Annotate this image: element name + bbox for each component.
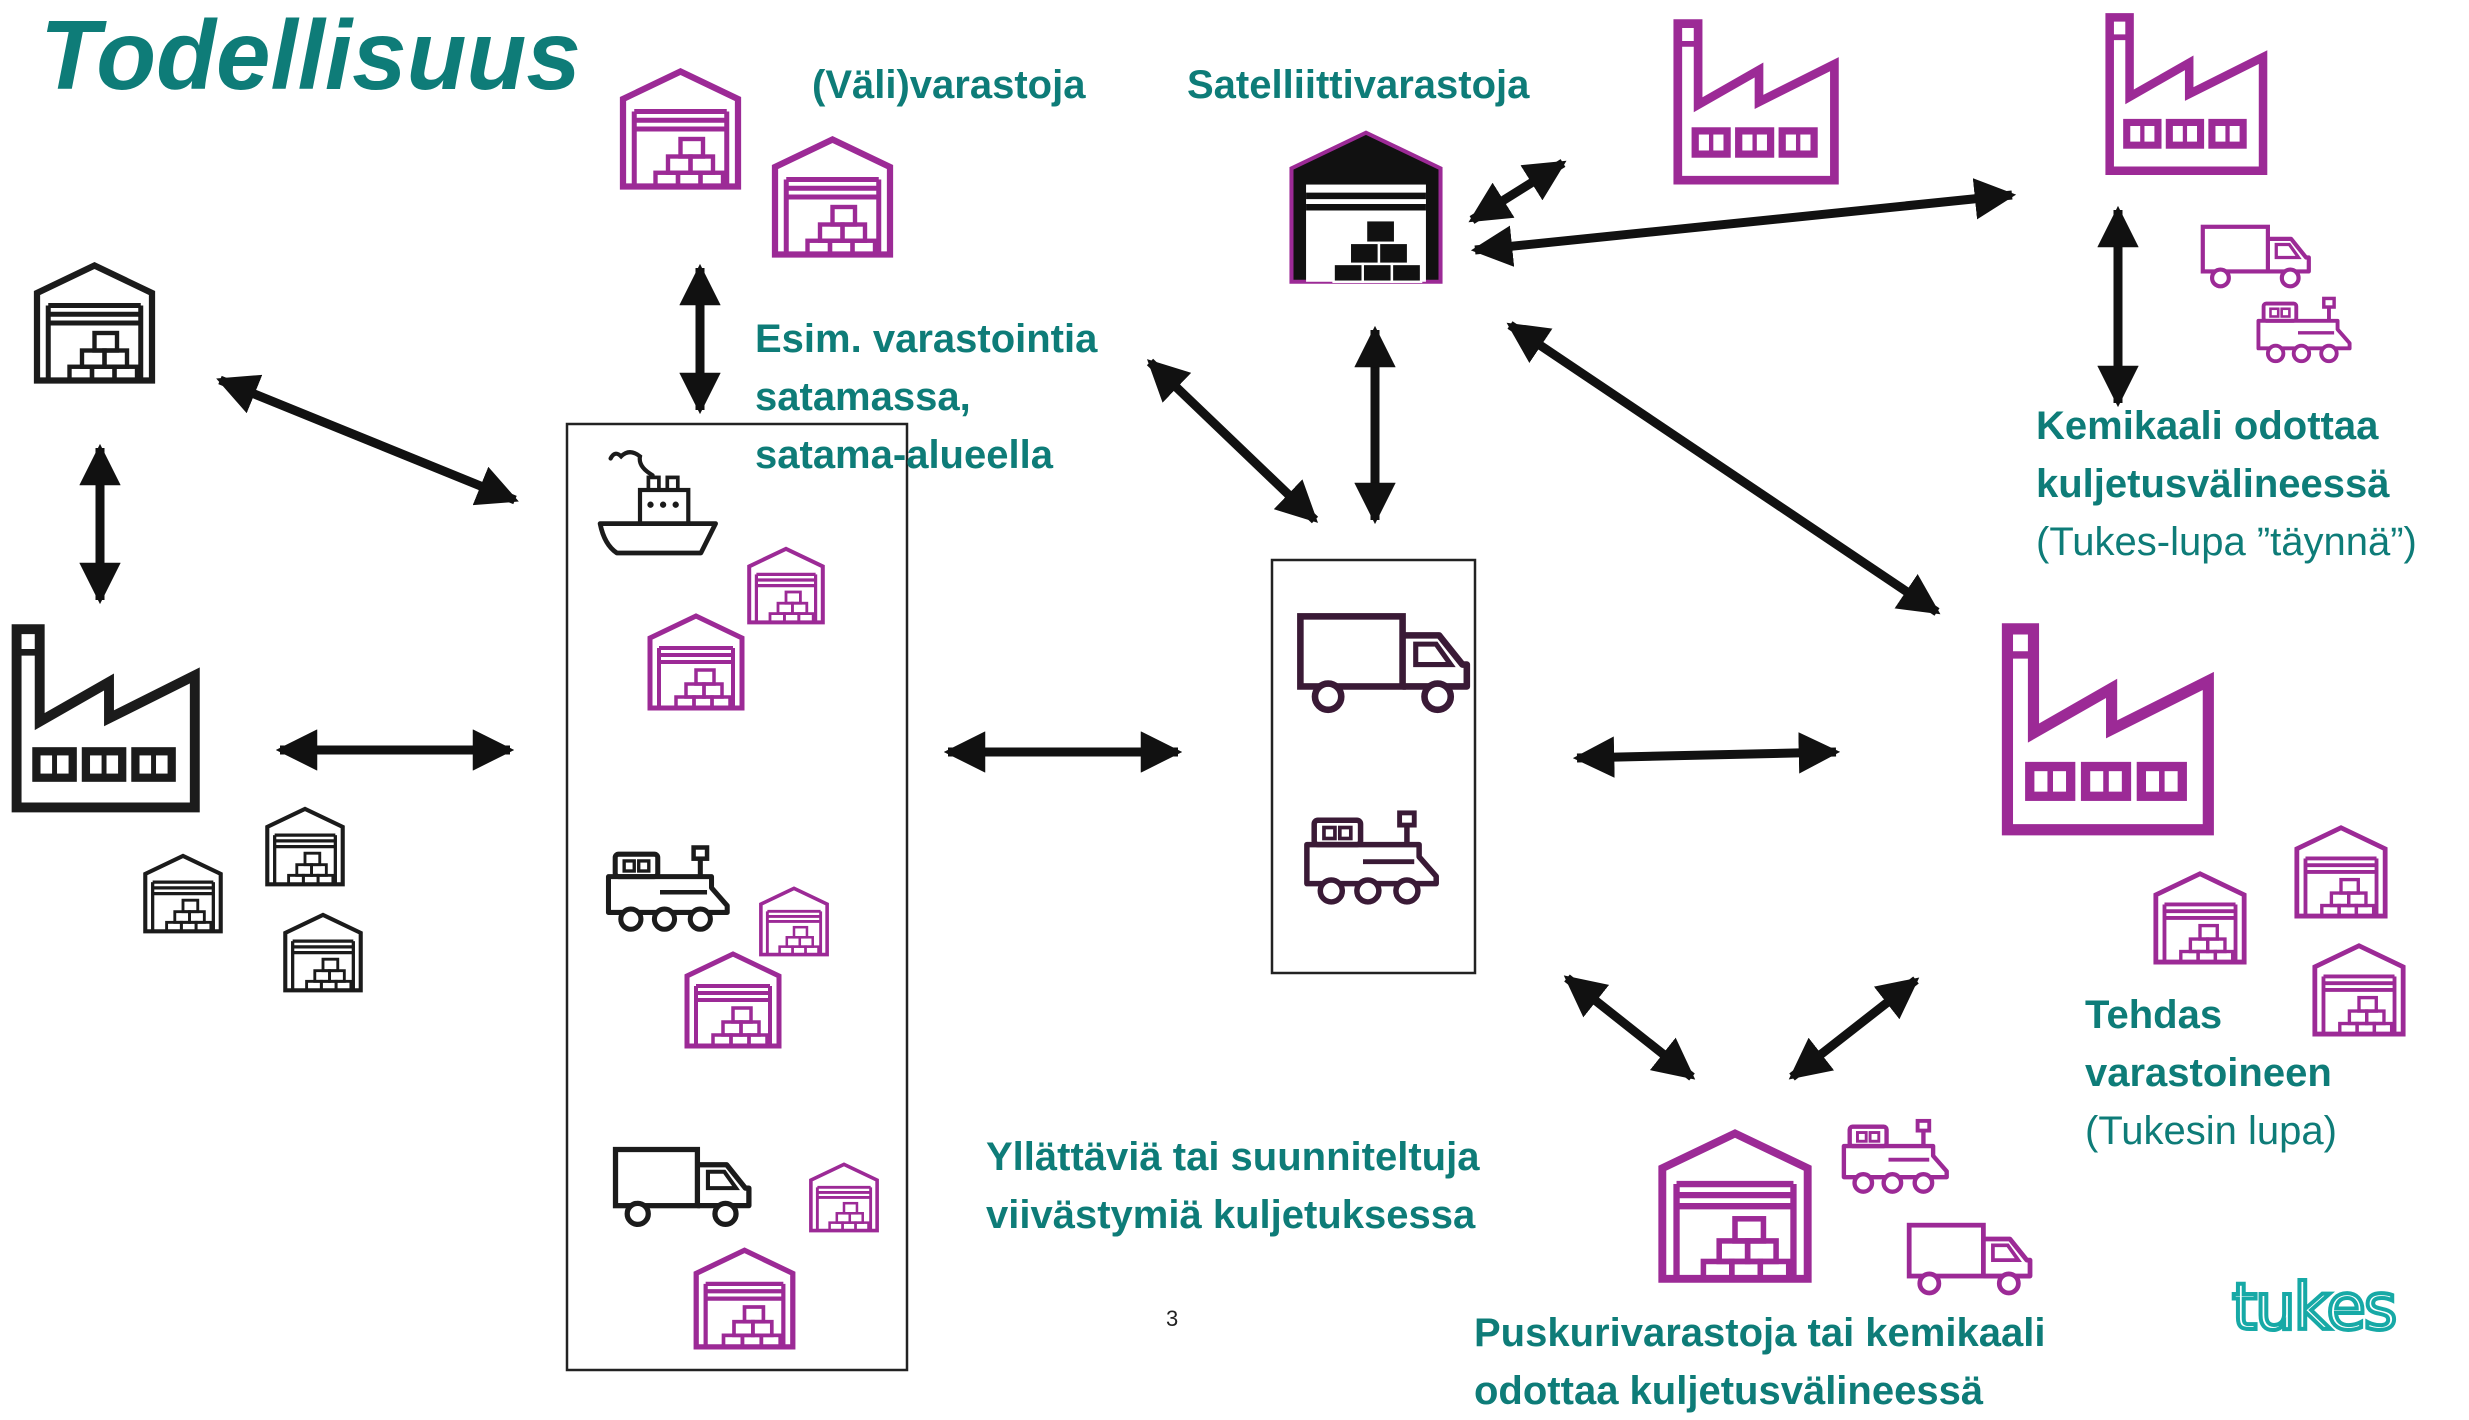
arrow-transport-bigfactory <box>1572 732 1841 778</box>
warehouse-icon <box>696 1250 793 1347</box>
arrow-satellite-factory2 <box>1470 178 2017 267</box>
label-line: Kemikaali odottaa <box>2036 404 2379 448</box>
factory-icon <box>17 629 195 807</box>
page-number: 3 <box>1166 1306 1179 1331</box>
label-note: (Tukes-lupa ”täynnä”) <box>2036 520 2417 564</box>
train-icon <box>1307 813 1436 902</box>
label-buffer-storage: Puskurivarastoja tai kemikaali odottaa k… <box>1474 1304 2045 1420</box>
label-port-storage: Esim. varastointia satamassa, satama-alu… <box>755 310 1097 484</box>
transport-container <box>1270 558 1477 975</box>
warehouse-icon <box>2156 874 2244 962</box>
factory-icon <box>2110 17 2263 170</box>
warehouse-icon <box>759 886 829 957</box>
label-satellite-storage: Satelliittivarastoja <box>1187 63 1530 107</box>
label-delays: Yllättäviä tai suunniteltuja viivästymiä… <box>986 1128 1479 1244</box>
warehouse-icon <box>623 72 738 187</box>
warehouse-icon <box>775 140 890 255</box>
port-container <box>565 422 909 1372</box>
label-intermediate-storage: (Väli)varastoja <box>812 63 1086 107</box>
arrow-buffer-bigfactory <box>1788 976 1920 1081</box>
truck-icon <box>2203 227 2309 287</box>
label-note: (Tukesin lupa) <box>2085 1109 2337 1153</box>
truck-icon <box>1909 1225 2030 1293</box>
train-icon <box>1844 1121 1947 1192</box>
label-line: kuljetusvälineessä <box>2036 462 2390 506</box>
page-title: Todellisuus <box>40 0 581 110</box>
warehouse-icon <box>37 266 152 381</box>
train-icon <box>2256 296 2352 364</box>
label-line: odottaa kuljetusvälineessä <box>1474 1369 1984 1413</box>
ship-icon <box>600 452 716 553</box>
label-line: Tehdas <box>2085 993 2223 1037</box>
satellite-warehouse-icon <box>1289 130 1443 284</box>
arrow-warehouse-port <box>216 374 519 506</box>
warehouse-icon <box>687 954 779 1046</box>
label-factory-storage: Tehdas varastoineen (Tukesin lupa) <box>2085 986 2337 1160</box>
factory-icon <box>1678 24 1835 181</box>
label-line: satama-alueella <box>755 433 1053 477</box>
factory-icon <box>2007 629 2208 830</box>
arrow-port-storage-transport <box>1146 358 1319 524</box>
train-icon <box>608 847 727 929</box>
tukes-logo: tukes <box>2230 1269 2399 1347</box>
label-line: Puskurivarastoja tai kemikaali <box>1474 1311 2046 1355</box>
truck-icon <box>1300 616 1466 709</box>
label-chemical-waiting: Kemikaali odottaa kuljetusvälineessä (Tu… <box>2036 397 2417 571</box>
label-line: viivästymiä kuljetuksessa <box>986 1193 1476 1237</box>
truck-icon <box>616 1150 749 1225</box>
arrow-satellite-factory1 <box>1468 159 1567 224</box>
warehouse-icon <box>285 915 360 990</box>
warehouse-icon <box>267 809 342 884</box>
label-line: Esim. varastointia <box>755 317 1098 361</box>
warehouse-icon <box>809 1162 879 1233</box>
warehouse-icon <box>145 856 220 931</box>
label-line: satamassa, <box>755 375 971 419</box>
warehouse-icon <box>1662 1133 1807 1278</box>
arrow-transport-buffer <box>1563 974 1696 1081</box>
arrow-satellite-bigfactory <box>1506 321 1941 616</box>
warehouse-icon <box>650 616 742 708</box>
label-line: Yllättäviä tai suunniteltuja <box>986 1135 1480 1179</box>
label-line: varastoineen <box>2085 1051 2332 1095</box>
warehouse-icon <box>749 549 823 623</box>
warehouse-icon <box>2297 828 2385 916</box>
